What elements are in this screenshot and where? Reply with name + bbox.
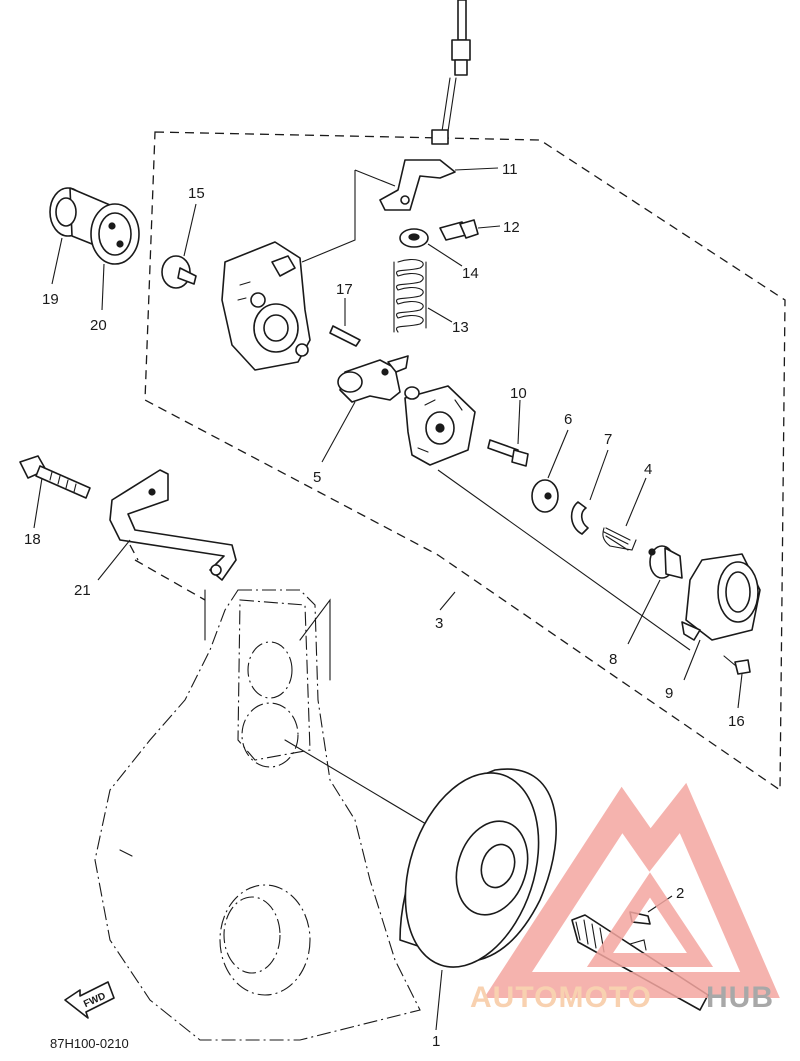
bolt-18 bbox=[19, 455, 91, 499]
bracket-guide bbox=[129, 544, 206, 601]
compression-spring bbox=[393, 259, 427, 333]
callout-18: 18 bbox=[24, 531, 41, 548]
callout-21: 21 bbox=[74, 582, 91, 599]
watermark-logo: AUTOMOTO HUB bbox=[470, 782, 780, 1014]
bolt-12 bbox=[439, 219, 479, 241]
callout-14: 14 bbox=[462, 265, 479, 282]
lever-bracket bbox=[379, 159, 456, 211]
fwd-arrow-icon bbox=[64, 981, 115, 1019]
callout-3: 3 bbox=[435, 615, 443, 632]
bushing-8 bbox=[648, 545, 683, 579]
pin bbox=[329, 325, 361, 347]
callout-19: 19 bbox=[42, 291, 59, 308]
governor-shaft bbox=[337, 355, 409, 403]
cover-20 bbox=[90, 203, 140, 265]
circlip-7 bbox=[570, 501, 589, 535]
watermark-inner-triangle-icon bbox=[586, 872, 714, 967]
diagram-code: 87H100-0210 bbox=[50, 1036, 129, 1051]
callout-2: 2 bbox=[676, 885, 684, 902]
callout-9: 9 bbox=[665, 685, 673, 702]
cover-cap-9 bbox=[681, 553, 761, 641]
engine-case-outline bbox=[94, 589, 421, 1041]
callout-20: 20 bbox=[90, 317, 107, 334]
spring-4 bbox=[602, 527, 637, 551]
washer-15 bbox=[161, 255, 197, 289]
governor-plate bbox=[404, 385, 476, 466]
callout-17: 17 bbox=[336, 281, 353, 298]
callout-7: 7 bbox=[604, 431, 612, 448]
callout-8: 8 bbox=[609, 651, 617, 668]
screw-16 bbox=[723, 655, 751, 675]
governor-housing bbox=[221, 241, 311, 371]
callout-15: 15 bbox=[188, 185, 205, 202]
callout-13: 13 bbox=[452, 319, 469, 336]
callout-1: 1 bbox=[432, 1033, 440, 1050]
primary-sheave bbox=[399, 768, 557, 968]
callout-16: 16 bbox=[728, 713, 745, 730]
watermark-triangle-icon bbox=[484, 782, 780, 998]
bracket-21 bbox=[109, 469, 237, 581]
screw-10 bbox=[487, 439, 529, 467]
cable bbox=[431, 0, 471, 145]
watermark-text-automoto: AUTOMOTO bbox=[470, 981, 652, 1014]
watermark-text-hub: HUB bbox=[706, 981, 774, 1014]
callout-6: 6 bbox=[564, 411, 572, 428]
callout-10: 10 bbox=[510, 385, 527, 402]
callout-4: 4 bbox=[644, 461, 652, 478]
callout-5: 5 bbox=[313, 469, 321, 486]
callout-12: 12 bbox=[503, 219, 520, 236]
callout-11: 11 bbox=[502, 161, 518, 178]
callout-labels: 1 2 3 4 5 6 7 8 9 10 11 12 13 14 15 16 1… bbox=[24, 161, 745, 1050]
